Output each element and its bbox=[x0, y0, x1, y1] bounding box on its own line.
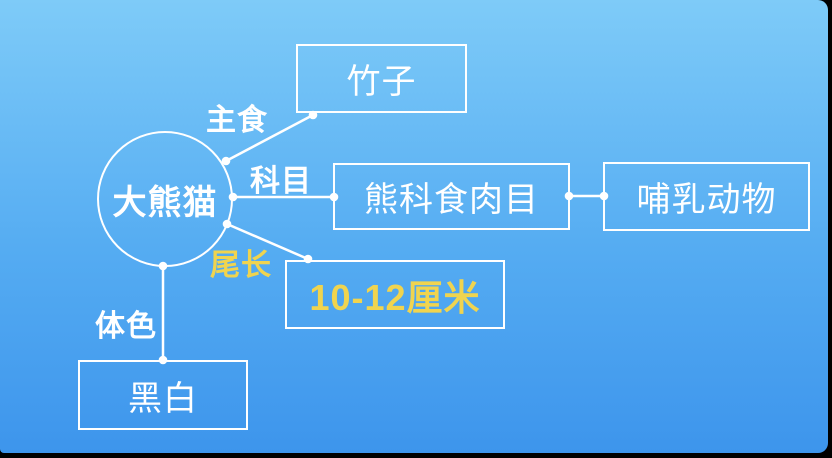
node-mammal[interactable]: 哺乳动物 bbox=[603, 162, 810, 231]
root-node-panda[interactable]: 大熊猫 bbox=[97, 131, 233, 267]
edge-label-color-text: 体色 bbox=[95, 310, 157, 343]
edge-label-color[interactable]: 体色 bbox=[95, 301, 157, 345]
edge-label-family-text: 科目 bbox=[250, 165, 312, 198]
node-body-color-label: 黑白 bbox=[128, 379, 198, 418]
node-family-order-label: 熊科食肉目 bbox=[364, 181, 539, 219]
edge-label-food[interactable]: 主食 bbox=[206, 95, 268, 139]
node-bamboo-label: 竹子 bbox=[346, 63, 417, 101]
node-family-order[interactable]: 熊科食肉目 bbox=[333, 163, 570, 230]
edge-label-tail-text: 尾长 bbox=[210, 249, 272, 282]
node-body-color[interactable]: 黑白 bbox=[78, 360, 248, 430]
edge-label-food-text: 主食 bbox=[206, 104, 268, 137]
node-mammal-label: 哺乳动物 bbox=[636, 181, 777, 219]
root-node-label: 大熊猫 bbox=[112, 183, 218, 222]
edge-label-tail[interactable]: 尾长 bbox=[210, 240, 272, 284]
edge-label-family[interactable]: 科目 bbox=[250, 156, 312, 200]
node-tail-length-label: 10-12厘米 bbox=[309, 276, 481, 318]
node-tail-length[interactable]: 10-12厘米 bbox=[285, 260, 505, 329]
node-bamboo[interactable]: 竹子 bbox=[296, 44, 467, 113]
